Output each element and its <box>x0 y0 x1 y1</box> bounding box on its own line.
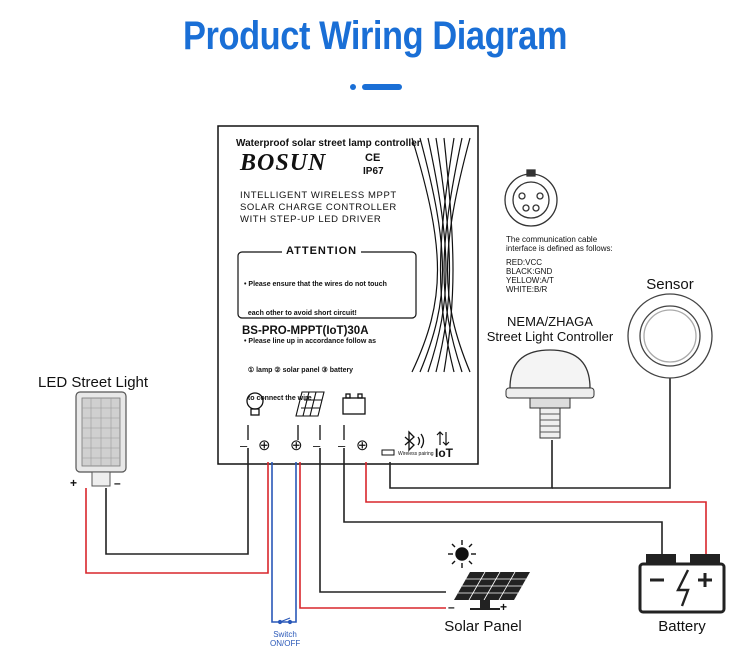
comm-cable-pins: RED:VCC BLACK:GND YELLOW:A/T WHITE:B/R <box>506 258 554 294</box>
led-street-light-icon <box>75 391 127 487</box>
sun-icon <box>448 540 476 568</box>
solar-panel-icon <box>454 571 530 610</box>
comm-intro-line: The communication cable <box>506 235 598 244</box>
bluetooth-icon <box>404 430 425 452</box>
lamp-icon <box>246 392 264 416</box>
lamp-plus-terminal: ⊕ <box>258 437 271 454</box>
nema-label-line2: Street Light Controller <box>486 329 614 344</box>
battery-plus-terminal: ⊕ <box>356 437 369 454</box>
description-line: SOLAR CHARGE CONTROLLER <box>240 202 397 213</box>
attention-line: each other to avoid short circuit! <box>244 309 357 317</box>
solar-panel-small-icon <box>295 391 325 417</box>
comm-pin: RED:VCC <box>506 258 543 267</box>
attention-line: ① lamp ② solar panel ③ battery <box>244 366 354 374</box>
controller-description: INTELLIGENT WIRELESS MPPT SOLAR CHARGE C… <box>240 190 397 226</box>
lamp-minus-terminal: – <box>240 438 248 453</box>
page-title: Product Wiring Diagram <box>183 14 567 58</box>
attention-text: • Please ensure that the wires do not to… <box>244 261 387 413</box>
updown-arrows-icon <box>436 431 450 446</box>
led-plus-label: + <box>70 476 78 490</box>
solar-minus-label: – <box>448 600 455 614</box>
sensor-icon <box>627 293 713 379</box>
description-line: INTELLIGENT WIRELESS MPPT <box>240 190 397 201</box>
comm-intro-line: interface is defined as follows: <box>506 244 613 253</box>
description-line: WITH STEP-UP LED DRIVER <box>240 214 382 225</box>
comm-port-icon <box>381 449 395 456</box>
attention-line: • Please ensure that the wires do not to… <box>244 281 387 288</box>
controller-product-line: Waterproof solar street lamp controller <box>236 138 421 149</box>
solar-minus-terminal: – <box>313 438 321 453</box>
battery-label: Battery <box>658 618 706 635</box>
sensor-label: Sensor <box>646 276 694 293</box>
led-street-light-label: LED Street Light <box>38 374 149 391</box>
attention-line: to connect the wire <box>244 395 312 402</box>
cert-ce: CE <box>365 152 381 164</box>
solar-plus-label: + <box>500 600 508 614</box>
battery-minus-terminal: – <box>338 438 346 453</box>
wireless-pairing-label: Wireless pairing <box>398 451 434 457</box>
nema-controller-icon <box>505 349 595 439</box>
title-underline-decoration <box>350 84 402 90</box>
iot-label: IoT <box>435 446 453 460</box>
led-minus-label: – <box>114 476 121 490</box>
battery-small-icon <box>342 393 366 415</box>
comm-pin: WHITE:B/R <box>506 285 548 294</box>
cert-ip: IP67 <box>363 166 384 177</box>
controller-box <box>217 125 479 465</box>
model-number: BS-PRO-MPPT(IoT)30A <box>242 325 369 337</box>
nema-label-line1: NEMA/ZHAGA <box>507 314 593 329</box>
switch-label: Switch ON/OFF <box>270 630 300 648</box>
comm-cable-intro: The communication cable interface is def… <box>506 235 613 253</box>
comm-pin: BLACK:GND <box>506 267 553 276</box>
switch-label-line2: ON/OFF <box>270 639 301 648</box>
attention-line: • Please line up in accordance follow as <box>244 338 376 345</box>
attention-title: ATTENTION <box>282 245 362 257</box>
solar-panel-label: Solar Panel <box>444 618 522 635</box>
brand-logo: BOSUN <box>240 150 327 176</box>
connector-plug-icon <box>504 169 558 227</box>
comm-pin: YELLOW:A/T <box>506 276 554 285</box>
switch-label-line1: Switch <box>273 630 297 639</box>
battery-icon <box>638 554 726 614</box>
heatsink-fins-icon <box>411 137 471 373</box>
solar-plus-terminal: ⊕ <box>290 437 303 454</box>
switch-icon <box>277 617 293 625</box>
